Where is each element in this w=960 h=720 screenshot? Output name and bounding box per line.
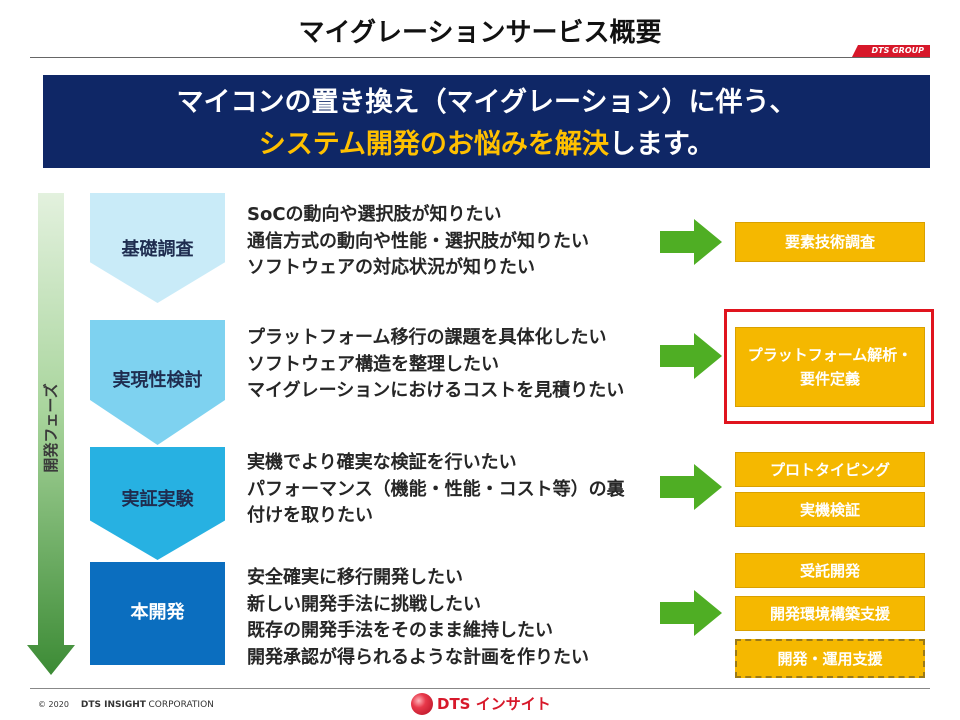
needs-item: 通信方式の動向や性能・選択肢が知りたい bbox=[247, 230, 589, 252]
company-name-bold: DTS INSIGHT bbox=[80, 700, 146, 710]
service-box-hardware-verification: 実機検証 bbox=[735, 492, 925, 527]
phase-shape-proof-of-concept: 実証実験 bbox=[90, 447, 225, 560]
needs-item: 既存の開発手法をそのまま維持したい bbox=[247, 620, 553, 641]
phase-axis-label-container: 開発フェーズ bbox=[41, 368, 61, 488]
service-box-element-tech-research: 要素技術調査 bbox=[735, 222, 925, 262]
service-box-contract-development: 受託開発 bbox=[735, 553, 925, 588]
service-label: 受託開発 bbox=[799, 561, 860, 580]
banner-line-2: システム開発のお悩みを解決します。 bbox=[43, 128, 930, 162]
service-box-dev-operation-support: 開発・運用支援 bbox=[735, 639, 925, 678]
right-arrow-icon bbox=[660, 219, 722, 265]
phase-axis-label: 開発フェーズ bbox=[42, 383, 60, 473]
copyright-year: © 2020 bbox=[38, 700, 69, 709]
title-divider bbox=[30, 57, 930, 58]
service-label: 開発環境構築支援 bbox=[769, 604, 890, 623]
banner-rest-text: します。 bbox=[608, 129, 715, 160]
service-label: 要件定義 bbox=[799, 370, 860, 388]
needs-list-phase-4: 安全確実に移行開発したい 新しい開発手法に挑戦したい 既存の開発手法をそのまま維… bbox=[247, 565, 589, 671]
needs-item: 安全確実に移行開発したい bbox=[247, 567, 463, 588]
needs-item: 付けを取りたい bbox=[247, 505, 373, 526]
company-logo-text: DTS インサイト bbox=[437, 695, 551, 713]
copyright-notice: © 2020 DTS INSIGHT CORPORATION bbox=[38, 699, 214, 711]
needs-list-phase-3: 実機でより確実な検証を行いたい パフォーマンス（機能・性能・コスト等）の裏 付け… bbox=[247, 450, 625, 530]
service-box-platform-analysis: プラットフォーム解析・ 要件定義 bbox=[735, 327, 925, 407]
right-arrow-icon bbox=[660, 333, 722, 379]
needs-item: SoCの動向や選択肢が知りたい bbox=[247, 204, 502, 225]
phase-shape-full-development: 本開発 bbox=[90, 562, 225, 665]
service-box-prototyping: プロトタイピング bbox=[735, 452, 925, 487]
group-badge: DTS GROUP bbox=[852, 45, 930, 57]
needs-item: 開発承認が得られるような計画を作りたい bbox=[247, 646, 589, 668]
right-arrow-icon bbox=[660, 590, 722, 636]
needs-item: ソフトウェア構造を整理したい bbox=[247, 353, 499, 375]
service-box-dev-environment-support: 開発環境構築支援 bbox=[735, 596, 925, 631]
needs-list-phase-2: プラットフォーム移行の課題を具体化したい ソフトウェア構造を整理したい マイグレ… bbox=[247, 325, 624, 405]
highlight-frame bbox=[724, 309, 934, 424]
service-label: プロトタイピング bbox=[769, 460, 890, 479]
needs-list-phase-1: SoCの動向や選択肢が知りたい 通信方式の動向や性能・選択肢が知りたい ソフトウ… bbox=[247, 202, 589, 282]
service-label: 要素技術調査 bbox=[784, 233, 875, 251]
needs-item: パフォーマンス（機能・性能・コスト等）の裏 bbox=[247, 478, 625, 500]
service-label: 開発・運用支援 bbox=[777, 649, 883, 668]
headline-banner: マイコンの置き換え（マイグレーション）に伴う、 システム開発のお悩みを解決します… bbox=[43, 75, 930, 168]
footer-divider bbox=[30, 688, 930, 689]
phase-shape-basic-research: 基礎調査 bbox=[90, 193, 225, 303]
right-arrow-icon bbox=[660, 464, 722, 510]
needs-item: 実機でより確実な検証を行いたい bbox=[247, 452, 517, 473]
needs-item: ソフトウェアの対応状況が知りたい bbox=[247, 257, 535, 278]
service-label: 実機検証 bbox=[799, 500, 860, 519]
banner-highlight-text: システム開発のお悩みを解決 bbox=[258, 129, 609, 160]
needs-item: マイグレーションにおけるコストを見積りたい bbox=[247, 380, 625, 401]
slide-title: マイグレーションサービス概要 bbox=[298, 18, 662, 48]
company-name-rest: CORPORATION bbox=[148, 700, 214, 710]
banner-line-1: マイコンの置き換え（マイグレーション）に伴う、 bbox=[176, 87, 797, 118]
phase-shape-feasibility: 実現性検討 bbox=[90, 320, 225, 445]
service-label: プラットフォーム解析・ bbox=[747, 346, 913, 364]
needs-item: 新しい開発手法に挑戦したい bbox=[247, 593, 481, 615]
company-logo-sphere-icon bbox=[411, 693, 433, 715]
needs-item: プラットフォーム移行の課題を具体化したい bbox=[247, 327, 607, 348]
